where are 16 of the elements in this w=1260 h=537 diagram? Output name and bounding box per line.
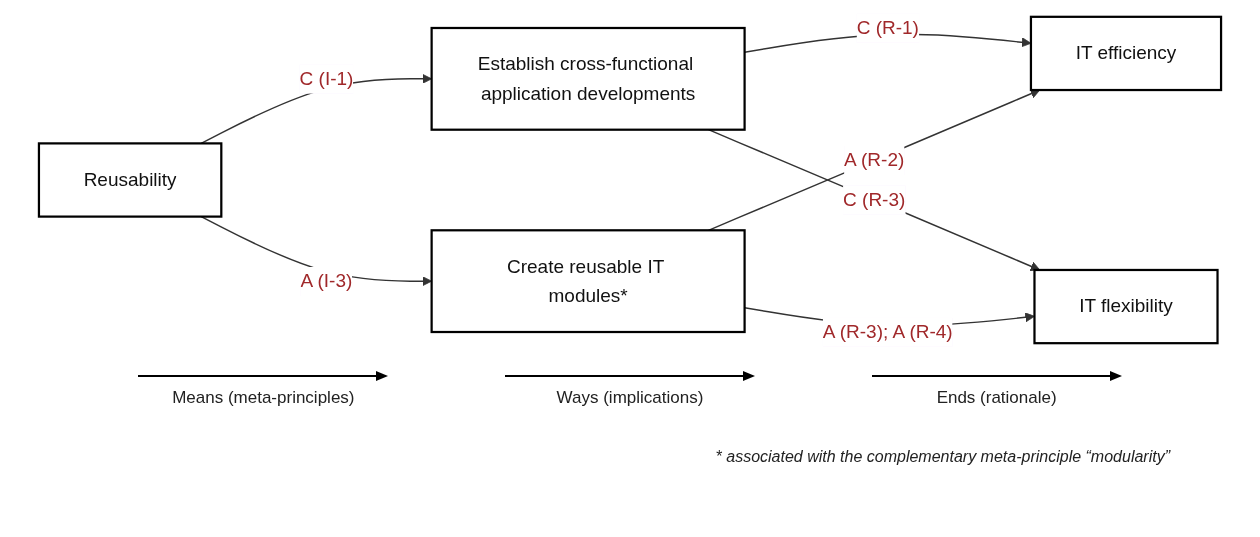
node-box	[430, 229, 746, 334]
node-box	[430, 26, 746, 131]
footnote: * associated with the complementary meta-principle “modularity”	[715, 448, 1170, 466]
flowchart: C (I-1) A (I-3) C (R-1) A (R-2) C (R-3) A (R-3); A (R-4) Reusability Establish cross-functional application developments Create reusable IT modules* IT efficiency IT flexibility	[30, 0, 1230, 360]
node-box	[1033, 268, 1219, 345]
edge-label: C (I-1)	[299, 67, 354, 90]
node-box	[37, 142, 223, 218]
axis-label: Means (meta-principles)	[172, 388, 355, 408]
edge-label: A (R-2)	[844, 149, 905, 171]
axis-label: Ways (implications)	[556, 388, 704, 408]
node-box	[1029, 15, 1223, 92]
axis-label: Ends (rationale)	[936, 388, 1057, 408]
edge-label: A (R-3); A (R-4)	[822, 321, 953, 343]
edge-label: C (R-1)	[856, 17, 919, 39]
edge-label: A (I-3)	[300, 270, 353, 292]
edge-label: C (R-3)	[843, 188, 906, 211]
